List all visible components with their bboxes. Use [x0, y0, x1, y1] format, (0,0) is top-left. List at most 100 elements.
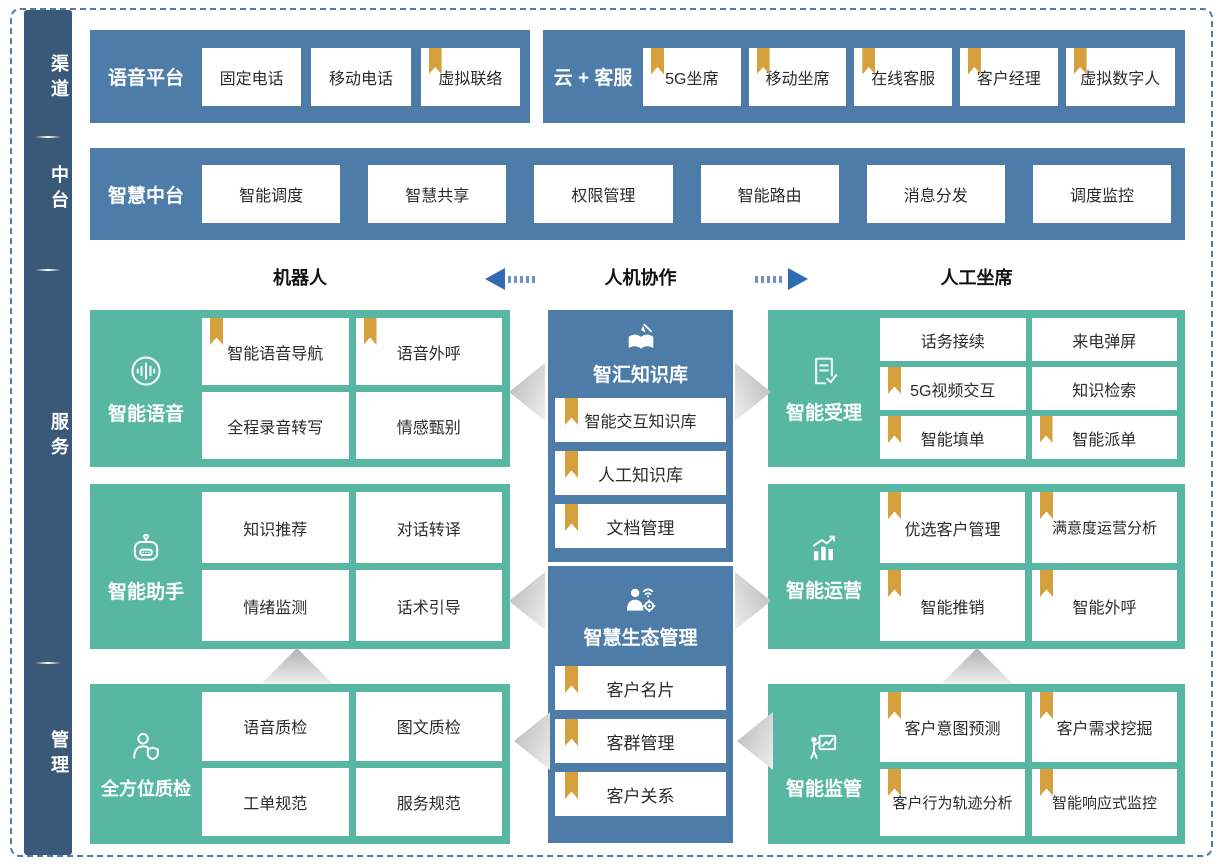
- feature-box: 智能语音导航: [202, 318, 349, 385]
- midplatform-box-label: 智能调度: [239, 188, 304, 205]
- supervision-title: 智能监管: [785, 778, 862, 800]
- feature-box-label: 客户需求挖掘: [1056, 721, 1153, 738]
- channel-box: 虚拟联络: [420, 47, 520, 106]
- channel-box: 移动坐席: [748, 47, 847, 106]
- feature-box: 情感甄别: [355, 392, 502, 459]
- operation-block: 智能运营 优选客户管理 满意度运营分析 智能推销 智能外呼: [768, 484, 1185, 649]
- feature-box: 智能外呼: [1032, 570, 1177, 641]
- feature-box-label: 话务接续: [920, 333, 985, 351]
- feature-box-label: 语音质检: [243, 720, 308, 738]
- inspector-icon: [126, 727, 166, 767]
- ecosystem-item-label: 客户关系: [606, 786, 675, 806]
- channel-box-label: 固定电话: [219, 70, 284, 88]
- channel-box-label: 客户经理: [976, 70, 1041, 88]
- feature-box: 话务接续: [880, 318, 1026, 361]
- ecosystem-item-label: 客户名片: [606, 680, 675, 700]
- robot-section-title: 机器人: [273, 268, 327, 288]
- feature-box-label: 智能填单: [920, 431, 985, 449]
- bookmark-ribbon-icon: [1040, 692, 1053, 719]
- knowledge-base-title: 智汇知识库: [592, 365, 688, 386]
- sidebar-item-midplatform: 中台: [49, 165, 69, 215]
- acceptance-items: 话务接续 来电弹屏 5G视频交互 知识检索 智能填单 智能派单: [880, 310, 1185, 467]
- feature-box-label: 对话转译: [396, 521, 461, 539]
- knowledge-item: 文档管理: [555, 504, 726, 548]
- arrow-right-icon: [755, 268, 808, 290]
- feature-box: 智能填单: [880, 416, 1026, 459]
- channel-box: 在线客服: [854, 47, 952, 106]
- bookmark-ribbon-icon: [888, 416, 901, 443]
- voice-platform-items: 固定电话 移动电话 虚拟联络: [202, 47, 530, 106]
- knowledge-item-label: 文档管理: [606, 518, 675, 538]
- midplatform-box: 智能调度: [202, 165, 341, 223]
- feature-box: 客户意图预测: [880, 692, 1025, 762]
- operation-header: 智能运营: [768, 484, 880, 649]
- feature-box-label: 客户行为轨迹分析: [892, 795, 1013, 812]
- channel-box: 固定电话: [202, 47, 302, 106]
- feature-box: 智能响应式监控: [1032, 769, 1177, 836]
- feature-box-label: 来电弹屏: [1072, 333, 1137, 351]
- sidebar-item-management: 管理: [49, 730, 69, 780]
- bookmark-ribbon-icon: [1073, 47, 1087, 75]
- feature-box: 语音质检: [202, 692, 349, 761]
- feature-box-label: 智能语音导航: [227, 345, 324, 363]
- channel-box: 5G坐席: [643, 47, 741, 106]
- quality-title: 全方位质检: [101, 779, 191, 799]
- ecosystem-title: 智慧生态管理: [583, 628, 698, 649]
- knowledge-item-label: 智能交互知识库: [584, 414, 697, 431]
- assistant-block: 智能助手 知识推荐 对话转译 情绪监测 话术引导: [90, 484, 510, 649]
- feature-box: 优选客户管理: [880, 492, 1025, 563]
- robot-icon: [126, 529, 166, 569]
- midplatform-box: 智慧共享: [368, 165, 507, 223]
- bookmark-ribbon-icon: [888, 570, 901, 597]
- bookmark-ribbon-icon: [1040, 570, 1053, 597]
- person-network-icon: [621, 582, 661, 618]
- quality-block: 全方位质检 语音质检 图文质检 工单规范 服务规范: [90, 684, 510, 844]
- feature-box-label: 智能响应式监控: [1051, 795, 1157, 812]
- feature-box-label: 情感甄别: [396, 419, 461, 437]
- bookmark-ribbon-icon: [888, 692, 901, 719]
- channel-box: 客户经理: [959, 47, 1058, 106]
- feature-box: 智能推销: [880, 570, 1025, 641]
- feature-box-label: 话术引导: [396, 599, 461, 617]
- feature-box: 情绪监测: [202, 570, 349, 641]
- voice-ai-block: 智能语音 智能语音导航 语音外呼 全程录音转写 情感甄别: [90, 310, 510, 467]
- feature-box-label: 图文质检: [396, 720, 461, 738]
- bookmark-ribbon-icon: [565, 504, 578, 531]
- feature-box-label: 客户意图预测: [904, 721, 1001, 738]
- arrow-left-icon: [485, 268, 538, 290]
- channel-box-label: 5G坐席: [665, 70, 719, 88]
- channel-box: 移动电话: [311, 47, 411, 106]
- voice-platform-panel: 语音平台 固定电话 移动电话 虚拟联络: [90, 30, 530, 123]
- feature-box-label: 智能派单: [1072, 431, 1137, 449]
- bookmark-ribbon-icon: [888, 769, 901, 796]
- midplatform-label: 智慧中台: [107, 185, 184, 207]
- feature-box: 智能派单: [1031, 416, 1177, 459]
- midplatform-box-label: 调度监控: [1069, 188, 1134, 205]
- feature-box-label: 全程录音转写: [227, 419, 324, 437]
- bookmark-ribbon-icon: [565, 398, 578, 425]
- channel-box-label: 虚拟数字人: [1080, 70, 1161, 88]
- feature-box: 知识推荐: [202, 492, 349, 563]
- bookmark-ribbon-icon: [888, 492, 901, 519]
- bookmark-ribbon-icon: [862, 47, 876, 75]
- sidebar-divider: [35, 662, 61, 664]
- sidebar-item-service: 服务: [49, 412, 69, 462]
- bookmark-ribbon-icon: [565, 451, 578, 478]
- channel-box-label: 移动电话: [328, 70, 393, 88]
- doc-check-icon: [805, 352, 843, 390]
- bookmark-ribbon-icon: [1040, 492, 1053, 519]
- feature-box-label: 语音外呼: [396, 345, 461, 363]
- midplatform-items: 智能调度 智慧共享 权限管理 智能路由 消息分发 调度监控: [202, 165, 1185, 223]
- chart-up-icon: [805, 530, 843, 568]
- collab-section-title: 人机协作: [604, 268, 677, 288]
- layer-sidebar: 渠道 中台 服务 管理: [24, 10, 72, 855]
- assistant-header: 智能助手: [90, 484, 202, 649]
- feature-box: 知识检索: [1031, 367, 1177, 410]
- feature-box-label: 优选客户管理: [904, 521, 1001, 539]
- channel-box: 虚拟数字人: [1065, 47, 1175, 106]
- bookmark-ribbon-icon: [967, 47, 981, 75]
- knowledge-item: 智能交互知识库: [555, 398, 726, 442]
- cloud-service-panel: 云 + 客服 5G坐席 移动坐席 在线客服 客户经理 虚拟数字人: [543, 30, 1185, 123]
- midplatform-box-label: 权限管理: [571, 188, 636, 205]
- midplatform-box: 消息分发: [866, 165, 1005, 223]
